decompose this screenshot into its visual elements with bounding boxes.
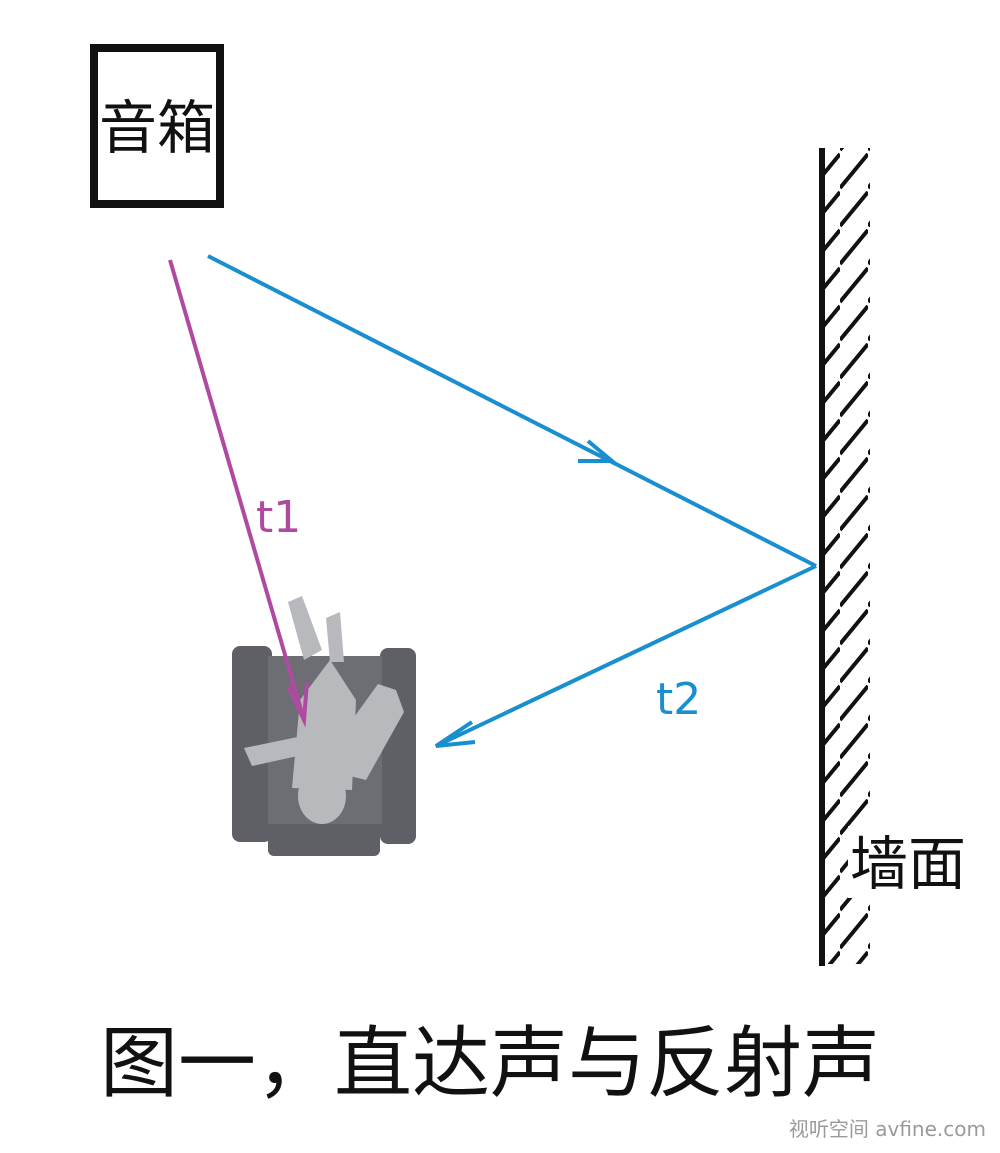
reflected-sound-path: t2 <box>207 254 817 748</box>
speaker-label: 音箱 <box>99 94 215 162</box>
direct-path-line <box>168 259 306 721</box>
reflected-path-incident <box>207 254 817 568</box>
direct-sound-path: t1 <box>168 259 309 728</box>
direct-path-arrowhead <box>286 681 309 728</box>
reflected-path-arrowhead-1 <box>578 439 618 463</box>
figure-caption: 图一，直达声与反射声 <box>100 1019 880 1109</box>
reflected-path-arrowhead-2 <box>434 720 476 748</box>
listener <box>232 596 416 856</box>
person-icon <box>244 596 404 824</box>
watermark: 视听空间 avfine.com <box>789 1117 986 1141</box>
speaker-box <box>90 44 224 208</box>
reflected-path-label: t2 <box>656 674 701 725</box>
reflected-path-reflected <box>435 564 817 748</box>
chair-right-arm <box>380 648 416 844</box>
wall: 墙面 <box>819 148 968 966</box>
wall-label: 墙面 <box>850 830 966 898</box>
speaker: 音箱 <box>90 44 224 208</box>
chair-left-arm <box>232 646 272 842</box>
wall-label-bg <box>848 826 968 898</box>
direct-path-label: t1 <box>256 492 301 543</box>
